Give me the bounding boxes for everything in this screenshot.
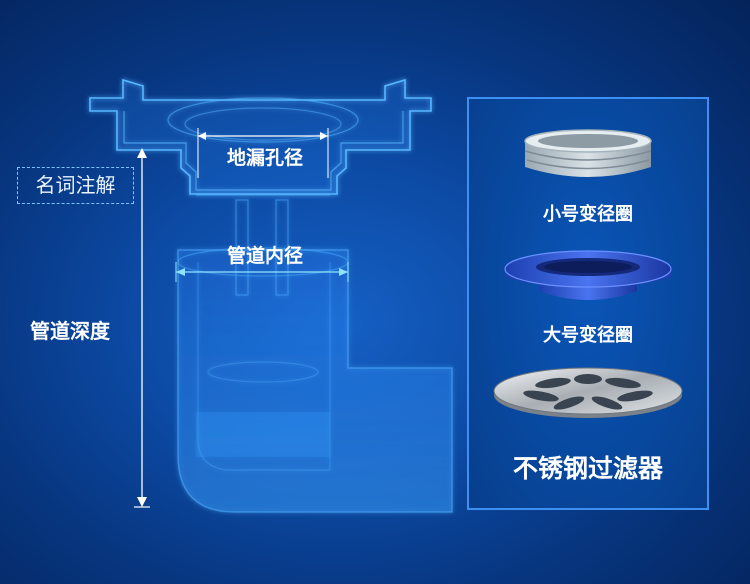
stainless-filter-icon xyxy=(493,367,683,418)
large-reducer-ring-label: 大号变径圈 xyxy=(543,325,633,346)
drain-hole-label: 地漏孔径 xyxy=(226,147,303,169)
pipe-inner-diameter-label: 管道内径 xyxy=(226,245,303,267)
parts-panel: 小号变径圈 大号变径圈 xyxy=(467,97,709,510)
terms-tag: 名词注解 xyxy=(17,167,134,204)
stainless-filter-label: 不锈钢过滤器 xyxy=(512,454,663,483)
large-reducer-ring-icon xyxy=(504,250,672,300)
hole-dimension-line xyxy=(197,128,329,178)
small-reducer-ring-icon xyxy=(524,129,652,177)
drain-flange xyxy=(89,78,432,195)
depth-dimension-line xyxy=(134,148,150,508)
pipe-body xyxy=(177,194,453,513)
pipe-diameter-dimension-line xyxy=(175,262,349,282)
pipe-depth-label: 管道深度 xyxy=(30,319,110,343)
small-reducer-ring-label: 小号变径圈 xyxy=(543,204,633,225)
